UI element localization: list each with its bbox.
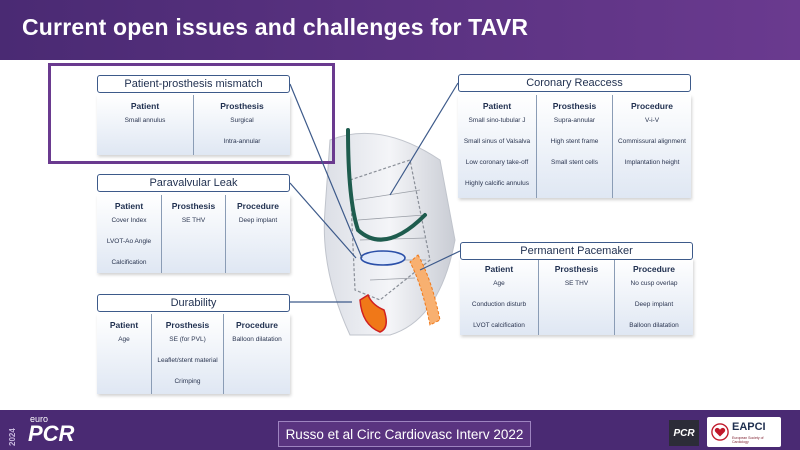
pvl-box: Patient Cover Index LVOT-Ao Angle Calcif…: [97, 195, 290, 273]
pacemaker-box: Patient Age Conduction disturb LVOT calc…: [460, 258, 693, 335]
pacemaker-procedure-item: No cusp overlap: [630, 280, 678, 287]
coronary-patient-header: Patient: [482, 101, 512, 111]
citation: Russo et al Circ Cardiovasc Interv 2022: [278, 421, 531, 447]
coronary-col-prosthesis: Prosthesis Supra-annular High stent fram…: [536, 95, 612, 198]
pvl-col-prosthesis: Prosthesis SE THV: [161, 195, 225, 273]
valve-ring: [360, 250, 406, 266]
ppm-col-patient: Patient Small annulus: [97, 95, 193, 155]
durability-procedure-item: Balloon dilatation: [232, 336, 282, 343]
conduction-zone: [409, 254, 441, 326]
pacemaker-col-patient: Patient Age Conduction disturb LVOT calc…: [460, 258, 538, 335]
coronary-procedure-item: Implantation height: [624, 159, 680, 166]
coronary-procedure-header: Procedure: [630, 101, 674, 111]
ppm-box: Patient Small annulus Prosthesis Surgica…: [97, 95, 290, 155]
ppm-title: Patient-prosthesis mismatch: [97, 75, 290, 93]
coronary-prosthesis-item: Supra-annular: [553, 117, 596, 124]
coronary-prosthesis-item: High stent frame: [550, 138, 599, 145]
logo-euro: euro: [30, 414, 49, 424]
coronary-prosthesis-header: Prosthesis: [552, 101, 597, 111]
ppm-col-prosthesis: Prosthesis Surgical Intra-annular: [193, 95, 290, 155]
heart-icon: [711, 423, 729, 441]
pacemaker-procedure-item: Deep implant: [634, 301, 674, 308]
ppm-prosthesis-header: Prosthesis: [220, 101, 264, 111]
ppm-prosthesis-item: Intra-annular: [223, 138, 261, 145]
slide-title: Current open issues and challenges for T…: [22, 14, 529, 40]
durability-procedure-header: Procedure: [235, 320, 279, 330]
ppm-highlight-frame: [48, 63, 335, 164]
pacemaker-patient-item: Conduction disturb: [471, 301, 527, 308]
pacemaker-procedure-item: Balloon dilatation: [629, 322, 679, 329]
coronary-patient-item: Small sinus of Valsalva: [463, 138, 531, 145]
durability-prosthesis-header: Prosthesis: [165, 320, 210, 330]
pvl-col-procedure: Procedure Deep implant: [225, 195, 290, 273]
logo-pcr: PCR: [28, 421, 75, 446]
pvl-title: Paravalvular Leak: [97, 174, 290, 192]
durability-patient-header: Patient: [109, 320, 139, 330]
pvl-patient-item: Cover Index: [111, 217, 147, 224]
title-bar: Current open issues and challenges for T…: [0, 0, 800, 60]
pvl-patient-item: Calcification: [111, 259, 147, 266]
durability-prosthesis-item: Leaflet/stent material: [157, 357, 218, 364]
pacemaker-patient-header: Patient: [484, 264, 514, 274]
durability-col-patient: Patient Age: [97, 314, 151, 394]
coronary-prosthesis-item: Small stent cells: [551, 159, 598, 166]
pacemaker-col-procedure: Procedure No cusp overlap Deep implant B…: [614, 258, 693, 335]
pacemaker-prosthesis-item: SE THV: [564, 280, 589, 287]
pvl-patient-item: LVOT-Ao Angle: [106, 238, 152, 245]
coronary-patient-item: Small sino-tubular J: [468, 117, 526, 124]
pvl-procedure-header: Procedure: [236, 201, 280, 211]
pvl-prosthesis-header: Prosthesis: [171, 201, 216, 211]
eapci-label: EAPCI: [732, 421, 766, 433]
coronary-col-patient: Patient Small sino-tubular J Small sinus…: [458, 95, 536, 198]
durability-title: Durability: [97, 294, 290, 312]
coronary-patient-item: Highly calcific annulus: [465, 180, 529, 187]
durability-prosthesis-item: Crimping: [174, 378, 201, 385]
pvl-procedure-item: Deep implant: [238, 217, 278, 224]
pvl-prosthesis-item: SE THV: [181, 217, 206, 224]
leak-jet: [359, 293, 387, 333]
durability-patient-item: Age: [118, 336, 130, 343]
coronary-patient-item: Low coronary take-off: [465, 159, 529, 166]
pcr-badge: PCR: [669, 420, 699, 446]
pacemaker-patient-item: LVOT calcification: [473, 322, 525, 329]
eapci-sublabel: European Society of Cardiology: [732, 436, 764, 444]
durability-col-procedure: Procedure Balloon dilatation: [223, 314, 290, 394]
pacemaker-title: Permanent Pacemaker: [460, 242, 693, 260]
durability-box: Patient Age Prosthesis SE (for PVL) Leaf…: [97, 314, 290, 394]
ppm-patient-header: Patient: [130, 101, 160, 111]
coronary-procedure-item: V-i-V: [644, 117, 660, 124]
coronary-col-procedure: Procedure V-i-V Commissural alignment Im…: [612, 95, 691, 198]
coronary-box: Patient Small sino-tubular J Small sinus…: [458, 95, 691, 198]
logo-year: 2024: [8, 428, 17, 446]
durability-prosthesis-item: SE (for PVL): [169, 336, 206, 343]
pvl-col-patient: Patient Cover Index LVOT-Ao Angle Calcif…: [97, 195, 161, 273]
pacemaker-prosthesis-header: Prosthesis: [554, 264, 599, 274]
ppm-prosthesis-item: Surgical: [230, 117, 254, 124]
pacemaker-procedure-header: Procedure: [632, 264, 676, 274]
ppm-patient-item: Small annulus: [124, 117, 166, 124]
coronary-title: Coronary Reaccess: [458, 74, 691, 92]
coronary-procedure-item: Commissural alignment: [618, 138, 686, 145]
eapci-badge: EAPCI European Society of Cardiology: [707, 417, 781, 447]
pacemaker-col-prosthesis: Prosthesis SE THV: [538, 258, 614, 335]
pacemaker-patient-item: Age: [493, 280, 505, 287]
durability-col-prosthesis: Prosthesis SE (for PVL) Leaflet/stent ma…: [151, 314, 223, 394]
pvl-patient-header: Patient: [114, 201, 144, 211]
